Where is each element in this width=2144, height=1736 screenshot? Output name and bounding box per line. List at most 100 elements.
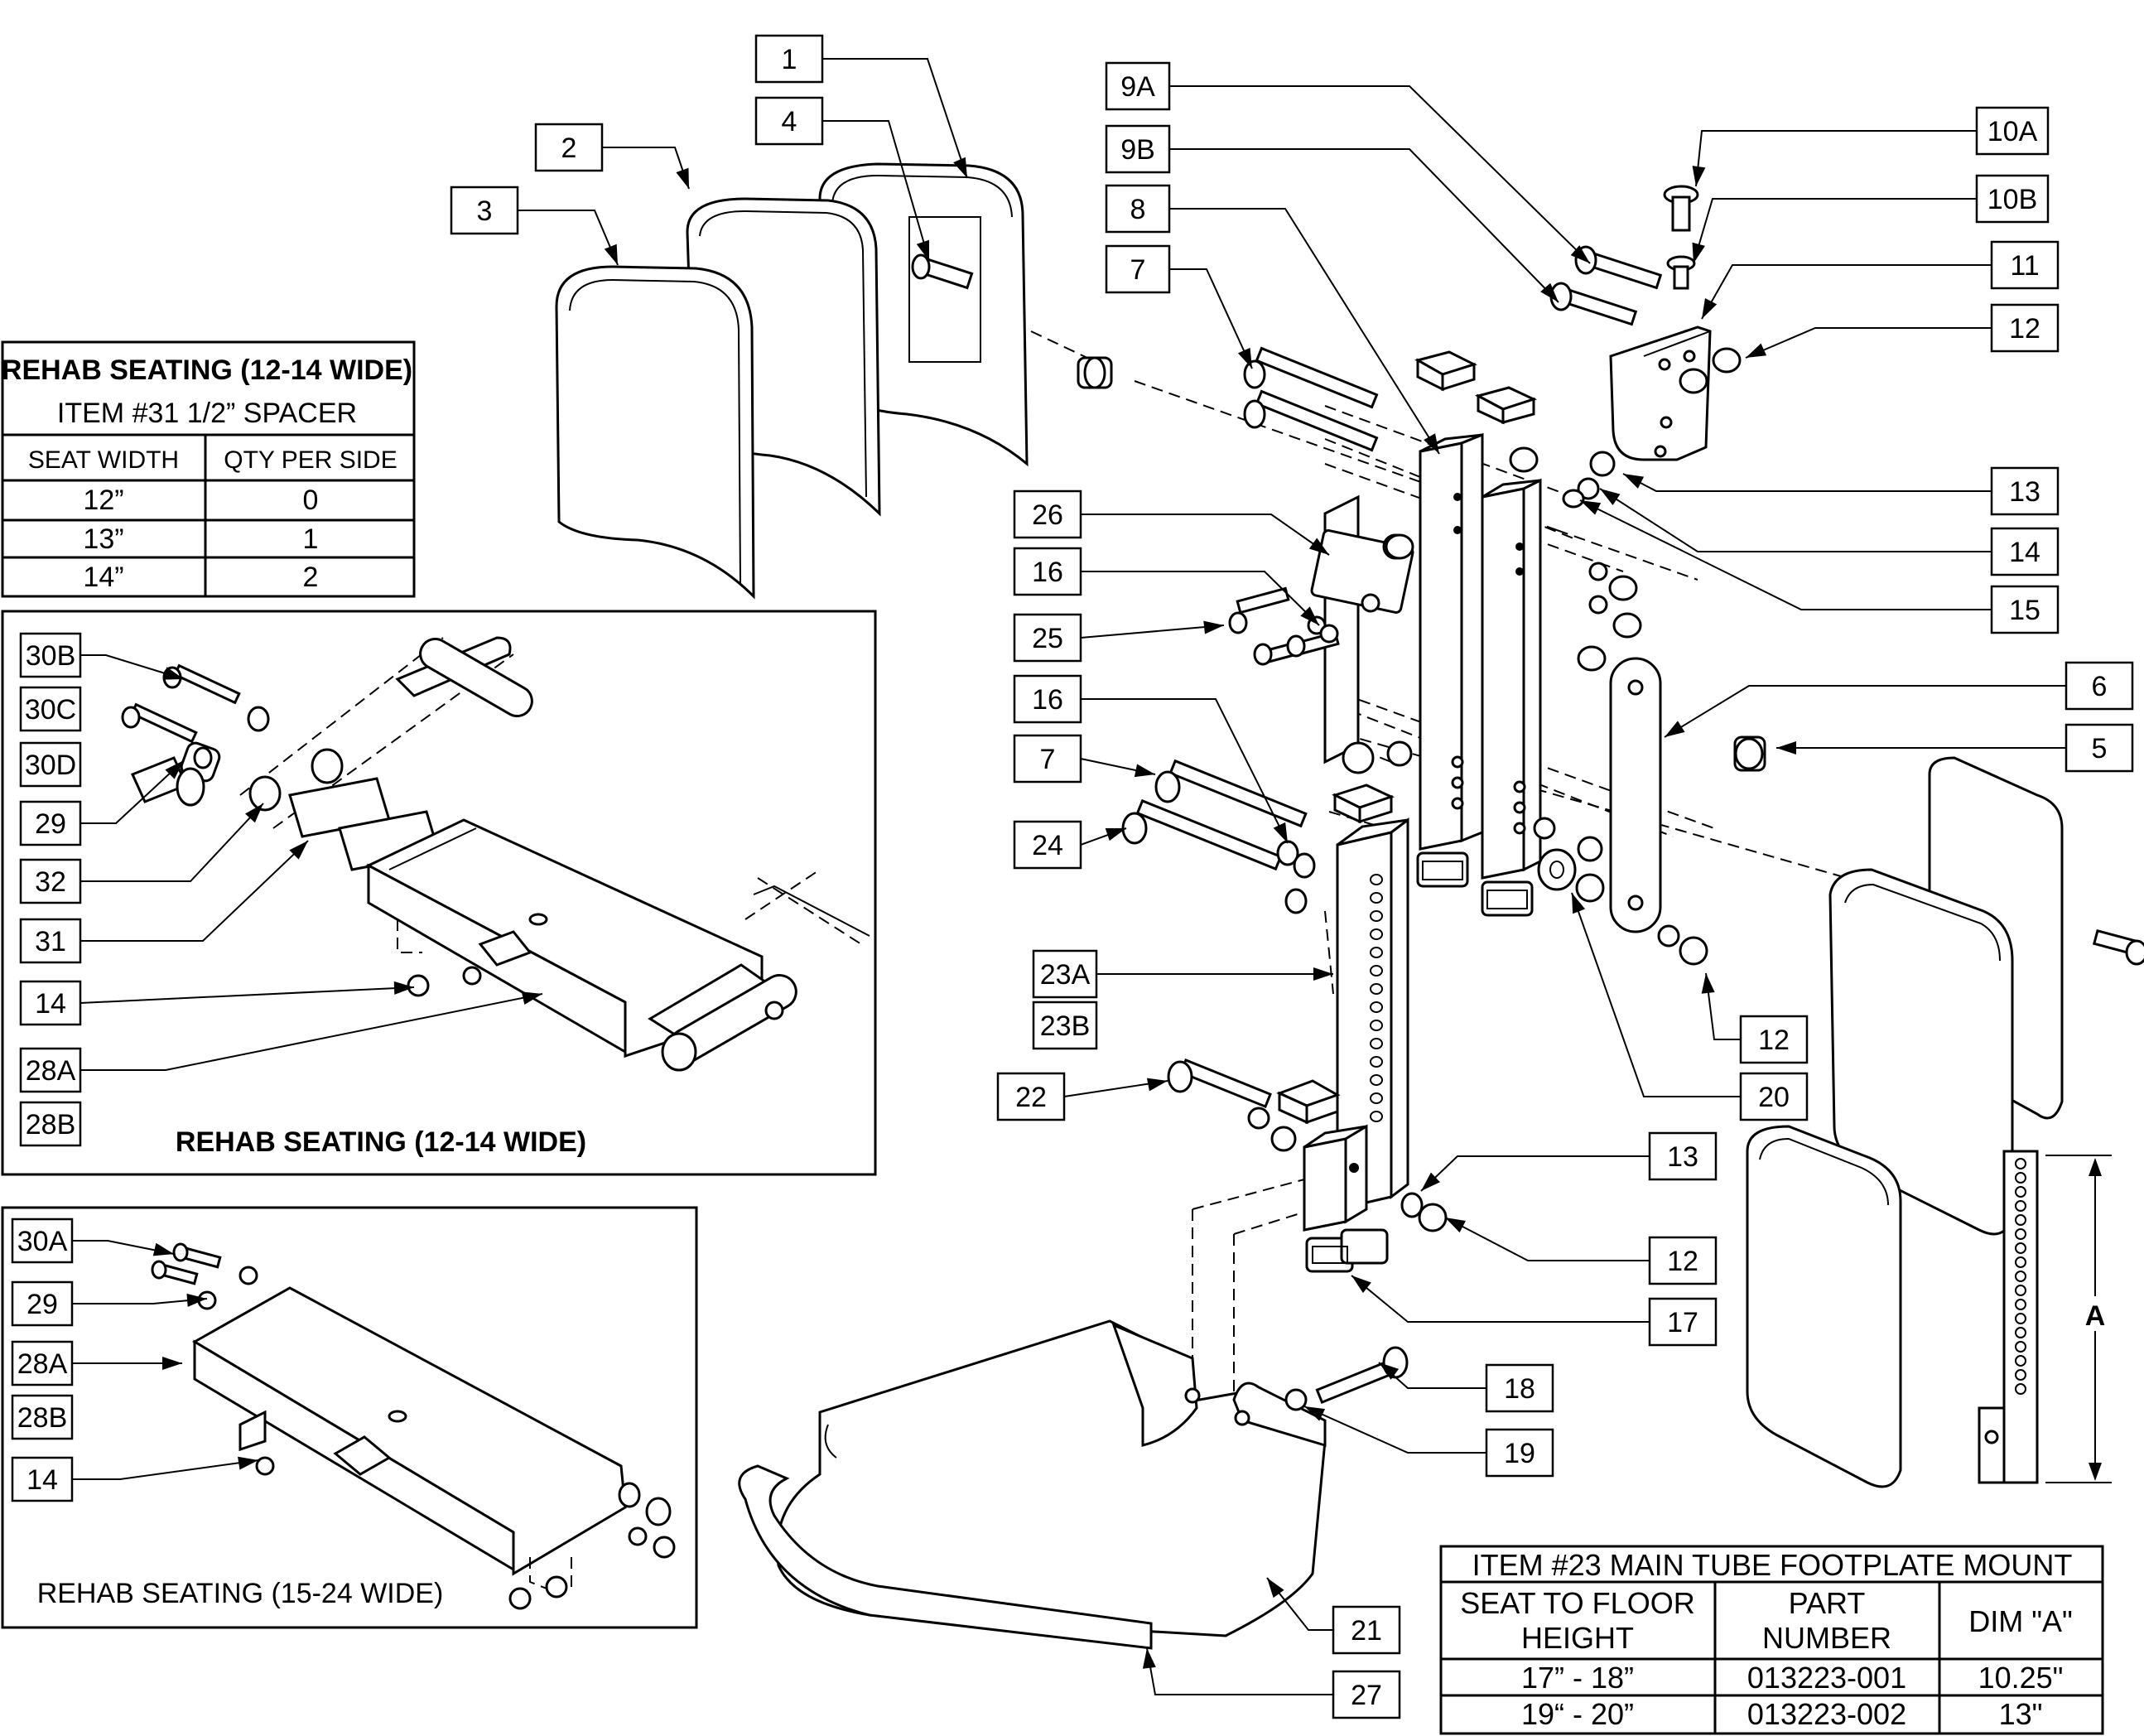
spacer-table-row-width: 13” [83,523,123,555]
arrowhead [289,841,308,860]
callout-3: 3 [450,186,619,266]
leader-line [1169,208,1440,455]
tube-hole [1370,1111,1383,1122]
callout-box [1990,303,2060,353]
leader-line [1081,698,1289,844]
callout-box [1975,106,2050,156]
callout-box [1032,949,1098,999]
callout-label: 19 [1504,1438,1535,1469]
callout-box [19,980,82,1026]
callout-26: 26 [1013,489,1330,556]
spacer-table-header-qty: QTY PER SIDE [224,446,397,474]
leader-line [1303,1406,1486,1454]
callout-box [754,96,824,146]
footplate-table-header-height-2: HEIGHT [1521,1621,1634,1655]
callout-12: 12 [1444,1217,1718,1285]
arrowhead [1570,245,1590,263]
callout-32: 32 [19,803,264,904]
footplate-table-cell: 13" [1999,1697,2043,1731]
arrowhead [162,1357,182,1370]
arrowhead [1203,620,1224,634]
callout-15: 15 [1579,499,2060,634]
spacer-table-row-qty: 2 [303,562,319,593]
callout-box [19,858,82,904]
tube-cap [1414,350,1538,425]
callout-20: 20 [1571,892,1809,1121]
callout-box [1990,585,2060,634]
leader-line [80,654,185,680]
side-panel-right-3 [1746,1125,1902,1488]
callout-label: 30A [17,1226,68,1257]
tube-hole [2015,1228,2026,1240]
arrowhead [162,667,184,680]
footrest-wide [192,1286,627,1576]
bolt-9a [1574,245,1663,290]
callout-label: 23A [1040,959,1091,991]
callout-label: 24 [1032,830,1063,861]
callout-22: 22 [996,1072,1168,1121]
leader-line [822,58,968,179]
screw-right [2092,928,2144,966]
callout-box [19,632,82,678]
arrowhead [1665,721,1685,737]
callout-box [11,1394,74,1440]
callout-23a: 23A [1032,949,1333,999]
callout-box [1105,244,1171,294]
arrowhead [1300,606,1319,625]
callout-label: 29 [26,1289,58,1320]
leader-line [72,1240,175,1255]
callout-label: 30B [26,640,76,672]
callout-10a: 10A [1692,106,2050,187]
callout-box [1013,674,1082,724]
callout-30c: 30C [19,686,82,732]
footplate-table-title: ITEM #23 MAIN TUBE FOOTPLATE MOUNT [1472,1548,2073,1582]
leader-line [518,210,619,266]
callout-23b: 23B [1032,1001,1098,1050]
callout-label: 22 [1015,1082,1047,1113]
tube-hole [1370,1001,1383,1013]
callout-box [1013,820,1082,870]
arrowhead [1540,282,1559,302]
arrowhead [1445,1218,1466,1233]
callout-16: 16 [1013,547,1320,626]
leader-line [1701,264,1992,320]
leader-line [80,803,264,882]
callout-box [1332,1670,1401,1719]
tube-hole [2015,1285,2026,1296]
callout-label: 32 [35,866,66,898]
callout-31: 31 [19,840,309,964]
leader-line [1745,327,1992,359]
callout-14: 14 [1599,488,2060,576]
callout-9a: 9A [1105,61,1591,264]
callout-1: 1 [754,34,968,179]
callout-8: 8 [1105,184,1440,455]
callout-box [19,741,82,788]
screw-10a [1663,185,1699,232]
tube-hole [2015,1313,2026,1324]
callout-label: 14 [26,1464,58,1496]
tube-hole [1370,1020,1383,1031]
arrowhead [1237,347,1252,369]
callout-box [1975,174,2050,224]
dimension-a-tube: A [1978,1150,2116,1484]
callout-label: 16 [1032,557,1063,588]
tube-hole [1370,1056,1383,1068]
callout-17: 17 [1351,1275,1718,1347]
callout-label: 16 [1032,684,1063,716]
callout-box [1739,1015,1809,1064]
arrowhead [1267,1578,1284,1599]
callout-box [11,1456,74,1502]
tube-hole [2015,1200,2026,1212]
callout-box [754,34,824,84]
callout-12: 12 [1701,972,1809,1064]
inset-wide-title: REHAB SEATING (15-24 WIDE) [37,1578,444,1609]
arrowhead [152,1242,174,1256]
spacer-table-title: REHAB SEATING (12-14 WIDE) [2,354,412,386]
leader-line [72,1459,259,1480]
vertical-tube-8b [1481,478,1542,880]
callout-box [19,1047,82,1093]
callout-label: 6 [2092,671,2108,702]
callout-9b: 9B [1105,124,1559,303]
callout-box [11,1218,74,1264]
